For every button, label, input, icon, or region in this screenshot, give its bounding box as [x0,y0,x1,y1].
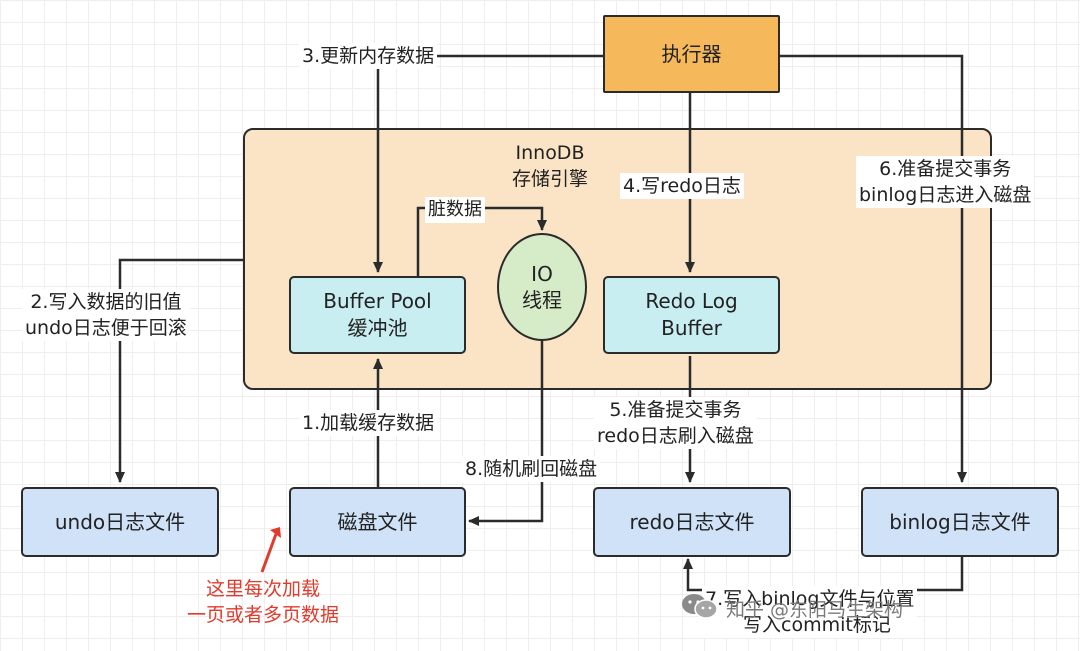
step5-label: 5.准备提交事务 redo日志刷入磁盘 [594,397,757,449]
binlog-file-label: binlog日志文件 [889,509,1031,534]
buffer-pool-box: Buffer Pool 缓冲池 [289,276,466,354]
dirty-data-label: 脏数据 [425,197,485,223]
buffer-pool-label-cn: 缓冲池 [347,316,408,340]
arrow-step7 [683,556,964,592]
redo-log-buffer-label-2: Buffer [661,316,722,340]
step1-label: 1.加载缓存数据 [299,410,438,436]
undo-file-label: undo日志文件 [54,509,186,534]
step4-label: 4.写redo日志 [620,173,744,199]
watermark: 知乎 @东阳马生架构 [680,592,903,625]
annotation-line2: 一页或者多页数据 [186,604,339,626]
io-thread-label-1: IO [531,262,553,286]
disk-file-box: 磁盘文件 [289,487,466,557]
step7-line1: 7.写入binlog文件与位置 [705,588,915,610]
binlog-file-box: binlog日志文件 [861,487,1059,557]
arrow-step2 [115,258,243,483]
executor-box: 执行器 [603,15,780,93]
redo-file-label: redo日志文件 [629,509,755,534]
step6-line2: binlog日志进入磁盘 [859,184,1032,206]
step6-label: 6.准备提交事务 binlog日志进入磁盘 [856,156,1035,208]
buffer-pool-label-en: Buffer Pool [323,289,432,313]
arrow-step8 [468,340,544,526]
step3-label: 3.更新内存数据 [299,43,438,69]
engine-title-line1: InnoDB [515,142,585,164]
redo-log-buffer-label-1: Redo Log [645,289,738,313]
redo-log-buffer-box: Redo Log Buffer [603,276,780,354]
step5-line1: 5.准备提交事务 [609,399,742,421]
step7-line2: 写入commit标记 [743,614,891,636]
disk-file-label: 磁盘文件 [337,509,418,534]
watermark-text: 知乎 @东阳马生架构 [726,599,904,621]
arrow-step6 [778,54,967,483]
executor-label: 执行器 [661,41,722,66]
step7-label: 7.写入binlog文件与位置 写入commit标记 [702,586,918,638]
step5-line2: redo日志刷入磁盘 [597,425,754,447]
io-thread-label-2: 线程 [522,288,562,312]
engine-title-line2: 存储引擎 [511,168,588,190]
step2-line2: undo日志便于回滚 [25,317,187,339]
redo-file-box: redo日志文件 [593,487,791,557]
undo-file-box: undo日志文件 [21,487,219,557]
io-thread-oval: IO 线程 [497,233,587,341]
page-load-annotation: 这里每次加载 一页或者多页数据 [168,576,358,628]
annotation-line1: 这里每次加载 [205,578,320,600]
wechat-icon [680,592,720,625]
arrow-step3 [373,54,605,273]
step2-label: 2.写入数据的旧值 undo日志便于回滚 [22,289,190,341]
step2-line1: 2.写入数据的旧值 [30,291,182,313]
step8-label: 8.随机刷回磁盘 [462,456,601,482]
step6-line1: 6.准备提交事务 [879,158,1012,180]
annotation-red-arrow [260,533,278,573]
engine-title: InnoDB 存储引擎 [480,140,620,192]
